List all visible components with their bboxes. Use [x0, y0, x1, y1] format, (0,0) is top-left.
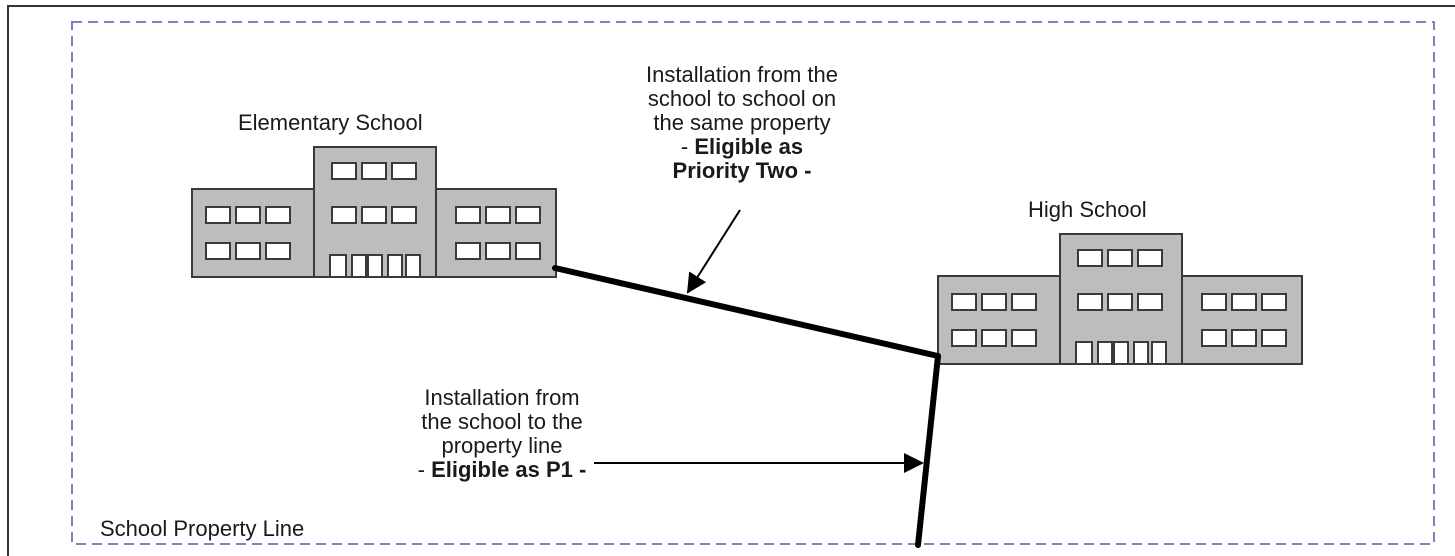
- callout-p1: Installation from the school to the prop…: [352, 386, 652, 482]
- window: [1261, 329, 1287, 347]
- callout-p2-line-2: school to school on: [647, 86, 837, 111]
- window: [1077, 249, 1103, 267]
- door-opening: [1113, 341, 1129, 365]
- window: [485, 206, 511, 224]
- window: [1107, 293, 1133, 311]
- callout-p2-emphasis-line-1: - Eligible as: [612, 135, 872, 159]
- window: [391, 206, 417, 224]
- door-opening: [367, 254, 383, 278]
- window: [951, 329, 977, 347]
- door-opening: [1097, 341, 1113, 365]
- window: [235, 206, 261, 224]
- window: [331, 206, 357, 224]
- building-right-wing: [1181, 275, 1303, 365]
- window: [1077, 293, 1103, 311]
- window: [485, 242, 511, 260]
- window: [331, 162, 357, 180]
- window: [235, 242, 261, 260]
- callout-p2-line-3: the same property: [653, 110, 831, 135]
- window: [981, 293, 1007, 311]
- high-school-building: [937, 233, 1303, 365]
- window: [1137, 249, 1163, 267]
- callout-p1-line-2: the school to the: [421, 409, 583, 434]
- callout-p1-line-1: Installation from: [424, 385, 580, 410]
- window: [455, 242, 481, 260]
- callout-p1-emphasis-line: - Eligible as P1 -: [352, 458, 652, 482]
- high-school-label: High School: [1028, 197, 1147, 222]
- window: [1231, 329, 1257, 347]
- window: [361, 162, 387, 180]
- property-line-label: School Property Line: [100, 516, 305, 541]
- window: [1137, 293, 1163, 311]
- window: [205, 206, 231, 224]
- callout-p1-dash: -: [417, 457, 432, 482]
- window: [361, 206, 387, 224]
- elementary-school-building: [191, 146, 557, 278]
- door-opening: [329, 254, 347, 278]
- door-opening: [1151, 341, 1167, 365]
- callout-priority-two: Installation from the school to school o…: [612, 63, 872, 183]
- window: [1011, 329, 1037, 347]
- door-opening: [351, 254, 367, 278]
- elementary-school-label: Elementary School: [238, 110, 423, 135]
- building-left-wing: [191, 188, 315, 278]
- window: [265, 206, 291, 224]
- window: [1011, 293, 1037, 311]
- door-opening: [1133, 341, 1149, 365]
- building-right-wing: [435, 188, 557, 278]
- window: [951, 293, 977, 311]
- callout-p1-emphasis: Eligible as P1 -: [431, 457, 587, 482]
- window: [1201, 329, 1227, 347]
- window: [265, 242, 291, 260]
- door-opening: [405, 254, 421, 278]
- property-boundary: [71, 21, 1435, 545]
- window: [1107, 249, 1133, 267]
- door-opening: [1075, 341, 1093, 365]
- callout-p2-line-1: Installation from the: [646, 62, 838, 87]
- building-left-wing: [937, 275, 1061, 365]
- callout-p1-line-3: property line: [441, 433, 563, 458]
- door-opening: [387, 254, 403, 278]
- cable-school-to-school: [552, 265, 941, 359]
- window: [515, 242, 541, 260]
- window: [515, 206, 541, 224]
- cable-school-to-property-line: [915, 353, 941, 548]
- window: [455, 206, 481, 224]
- window: [1261, 293, 1287, 311]
- window: [981, 329, 1007, 347]
- window: [1231, 293, 1257, 311]
- callout-p2-dash: -: [680, 134, 695, 159]
- window: [205, 242, 231, 260]
- callout-p2-emphasis-2: Priority Two -: [672, 158, 812, 183]
- window: [391, 162, 417, 180]
- image-frame: [7, 5, 1455, 556]
- callout-p2-emphasis-1: Eligible as: [694, 134, 804, 159]
- window: [1201, 293, 1227, 311]
- arrow-p2: [686, 209, 741, 294]
